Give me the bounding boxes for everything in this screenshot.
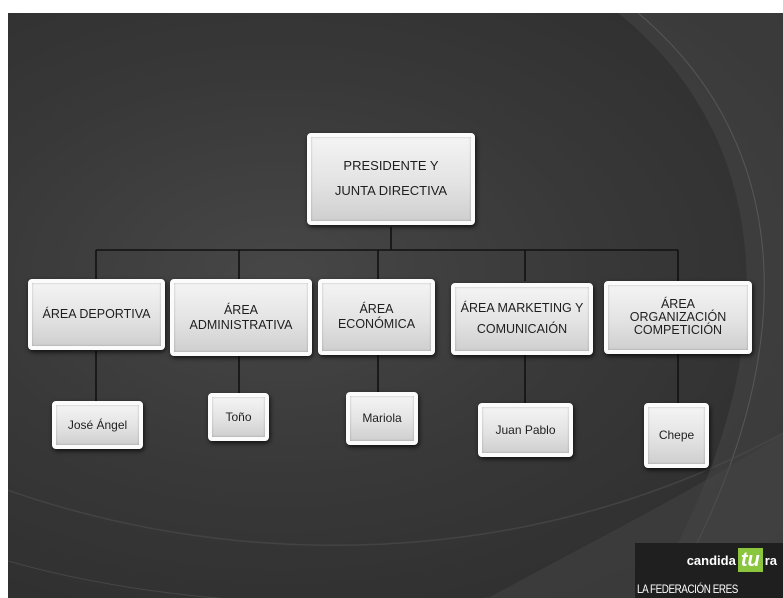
person-node-mariola: Mariola <box>346 392 418 445</box>
person-label: Mariola <box>362 411 402 426</box>
president-node: PRESIDENTE Y JUNTA DIRECTIVA <box>307 133 475 225</box>
area-node-deportiva: ÁREA DEPORTIVA <box>28 279 165 350</box>
person-node-chepe: Chepe <box>644 403 709 468</box>
area-label: ÁREA <box>660 296 696 311</box>
logo-highlight: tu <box>737 548 763 572</box>
area-node-administrativa: ÁREA ADMINISTRATIVA <box>170 279 312 356</box>
person-label: Juan Pablo <box>495 422 556 437</box>
area-label: COMUNICAIÓN <box>476 322 568 336</box>
logo-tagline: LA FEDERACIÓN ERES <box>637 582 738 596</box>
area-label: ÁREA <box>223 302 259 317</box>
logo-word: candida <box>686 552 736 568</box>
person-node-juan-pablo: Juan Pablo <box>478 403 573 457</box>
person-node-tono: Toño <box>208 393 269 441</box>
area-label: ÁREA DEPORTIVA <box>42 307 151 321</box>
president-line-1: PRESIDENTE Y <box>343 158 439 174</box>
person-label: José Ángel <box>67 417 128 432</box>
area-node-organizacion: ÁREA ORGANIZACIÓN COMPETICIÓN <box>604 281 752 354</box>
slide-canvas: PRESIDENTE Y JUNTA DIRECTIVA ÁREA DEPORT… <box>8 13 783 598</box>
connector-lines <box>95 227 679 405</box>
area-label: ÁREA <box>359 302 394 316</box>
area-label: ADMINISTRATIVA <box>189 317 293 332</box>
candidatura-logo: candida tu ra LA FEDERACIÓN ERES <box>635 543 783 598</box>
area-label: ECONÓMICA <box>337 317 416 331</box>
president-line-2: JUNTA DIRECTIVA <box>334 183 448 198</box>
person-label: Toño <box>225 409 252 424</box>
logo-suffix: ra <box>764 552 777 568</box>
person-label: Chepe <box>658 428 695 443</box>
area-label: ORGANIZACIÓN <box>629 309 727 324</box>
area-node-economica: ÁREA ECONÓMICA <box>318 279 435 355</box>
person-node-jose-angel: José Ángel <box>52 401 143 449</box>
area-label: COMPETICIÓN <box>633 323 723 338</box>
area-label: ÁREA MARKETING Y <box>460 300 584 315</box>
area-node-marketing: ÁREA MARKETING Y COMUNICAIÓN <box>451 283 593 355</box>
